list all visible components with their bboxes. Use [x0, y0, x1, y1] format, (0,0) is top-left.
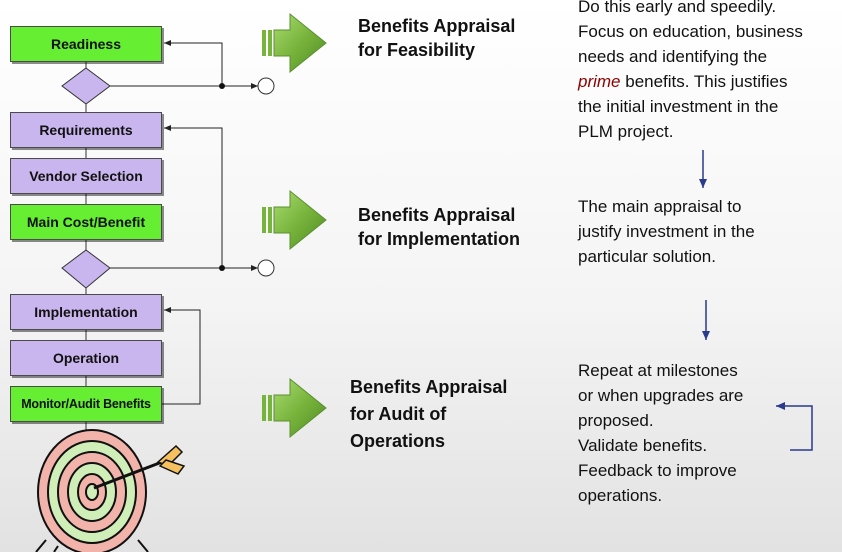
box-monitor-audit-benefits-label: Monitor/Audit Benefits [21, 397, 151, 411]
desc-implementation-line3: particular solution. [578, 247, 716, 266]
desc-implementation-line1: The main appraisal to [578, 197, 742, 216]
desc-implementation-line2: justify investment in the [578, 222, 755, 241]
repeat-bracket-arrow [776, 402, 813, 451]
box-requirements: Requirements [10, 112, 162, 148]
heading-implementation-line1: Benefits Appraisal [358, 205, 516, 225]
box-main-cost-benefit: Main Cost/Benefit [10, 204, 162, 240]
heading-appraisal-audit: Benefits Appraisal for Audit of Operatio… [350, 374, 507, 455]
desc-feasibility-line1: Do this early and speedily. [578, 0, 777, 16]
description-audit: Repeat at milestones or when upgrades ar… [578, 358, 743, 508]
block-arrow-feasibility [262, 12, 327, 74]
desc-audit-line2: or when upgrades are [578, 386, 744, 405]
box-implementation-label: Implementation [34, 304, 138, 320]
feedback-loop-implementation [162, 307, 201, 405]
heading-audit-line3: Operations [350, 431, 446, 451]
decision-diamond-2 [61, 249, 111, 289]
box-monitor-audit-benefits: Monitor/Audit Benefits [10, 386, 162, 422]
junction-dot-1 [219, 83, 225, 89]
box-implementation: Implementation [10, 294, 162, 330]
feedback-loop-readiness [110, 40, 258, 89]
box-readiness-label: Readiness [50, 36, 122, 52]
heading-feasibility-line1: Benefits Appraisal [358, 16, 516, 36]
desc-audit-line5: Feedback to improve [578, 461, 737, 480]
target-icon [35, 429, 149, 552]
heading-feasibility-line2: for Feasibility [358, 40, 476, 60]
box-vendor-selection: Vendor Selection [10, 158, 162, 194]
block-arrow-implementation [262, 189, 327, 251]
feedback-loop-requirements [110, 125, 258, 271]
desc-feasibility-line3: needs and identifying the [578, 47, 768, 66]
prime-emphasis: prime [578, 72, 621, 91]
box-requirements-label: Requirements [39, 122, 133, 138]
desc-feasibility-line4-rest: benefits. This justifies [620, 72, 788, 91]
desc-feasibility-line2: Focus on education, business [578, 22, 803, 41]
heading-audit-line2: for Audit of [350, 404, 447, 424]
desc-feasibility-line4: prime benefits. This justifies [578, 69, 803, 94]
box-main-cost-benefit-label: Main Cost/Benefit [26, 214, 146, 230]
box-readiness: Readiness [10, 26, 162, 62]
heading-appraisal-implementation: Benefits Appraisal for Implementation [358, 203, 520, 251]
heading-audit-line1: Benefits Appraisal [350, 377, 508, 397]
description-feasibility: Do this early and speedily. Focus on edu… [578, 0, 803, 144]
heading-implementation-line2: for Implementation [358, 229, 521, 249]
description-implementation: The main appraisal to justify investment… [578, 194, 755, 269]
block-arrow-audit [262, 377, 327, 439]
dart-icon [93, 444, 186, 490]
desc-feasibility-line6: PLM project. [578, 122, 674, 141]
box-operation-label: Operation [52, 350, 120, 366]
box-vendor-selection-label: Vendor Selection [29, 168, 143, 184]
decision-diamond-1 [61, 67, 111, 105]
heading-appraisal-feasibility: Benefits Appraisal for Feasibility [358, 14, 515, 62]
desc-audit-line4: Validate benefits. [578, 436, 708, 455]
exit-circle-2 [257, 259, 275, 277]
box-operation: Operation [10, 340, 162, 376]
exit-circle-1 [257, 77, 275, 95]
desc-audit-line6: operations. [578, 486, 663, 505]
junction-dot-2 [219, 265, 225, 271]
desc-audit-line3: proposed. [578, 411, 654, 430]
desc-audit-line1: Repeat at milestones [578, 361, 738, 380]
desc-feasibility-line5: the initial investment in the [578, 97, 779, 116]
